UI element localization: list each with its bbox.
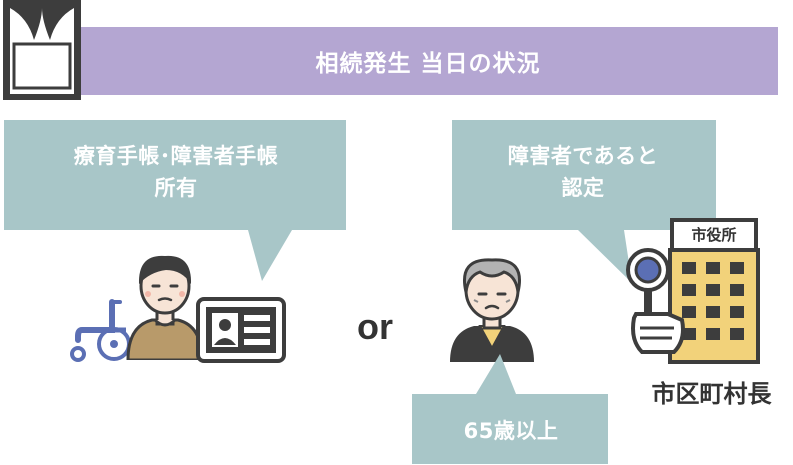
city-hall-building-icon — [668, 218, 760, 364]
city-mayor-label: 市区町村長 — [651, 380, 772, 408]
page-title: 相続発生 当日の状況 — [315, 51, 541, 77]
bubble-left-line1: 療育手帳･障害者手帳 — [73, 144, 279, 168]
bubble-right-line2: 認定 — [561, 176, 605, 200]
elderly-person-icon — [450, 258, 534, 362]
person-icon — [126, 255, 204, 360]
bubble-left-text: 療育手帳･障害者手帳 所有 — [4, 140, 348, 204]
stamp-icon — [626, 248, 685, 354]
speech-bubble-right — [452, 120, 716, 283]
id-card-icon — [196, 297, 286, 363]
header-band — [78, 27, 778, 95]
bubble-left-line2: 所有 — [154, 176, 198, 200]
city-hall-sign: 市役所 — [691, 226, 737, 244]
speech-bubble-bottom — [412, 354, 608, 464]
bubble-right-line1: 障害者であると — [507, 144, 659, 168]
butsudan-icon — [3, 0, 81, 100]
bubble-bottom-text: 65歳以上 — [463, 419, 559, 443]
or-connector: or — [357, 306, 393, 347]
bubble-right-text: 障害者であると 認定 — [452, 140, 714, 204]
speech-bubble-left — [4, 120, 346, 281]
